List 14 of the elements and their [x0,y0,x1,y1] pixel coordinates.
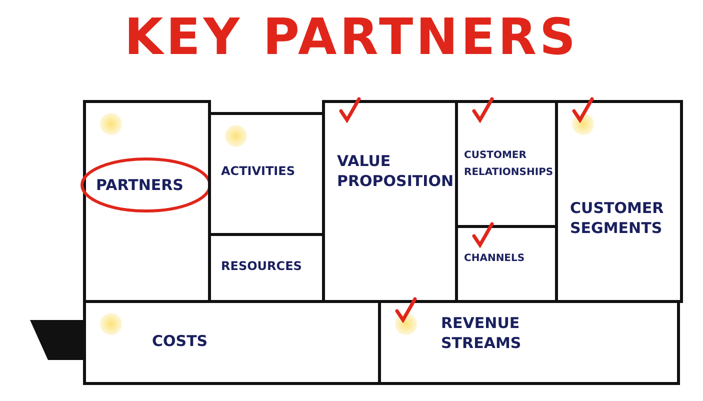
block-label: VALUE PROPOSITION [337,151,455,191]
block-label: PARTNERS [96,175,184,195]
block-label: REVENUE STREAMS [441,313,522,353]
block-label: CUSTOMER SEGMENTS [570,198,665,238]
canvas-block [555,100,683,303]
canvas-block [83,300,381,385]
block-label: CHANNELS [464,252,526,266]
block-label: COSTS [152,331,209,351]
block-label: ACTIVITIES [221,163,296,180]
canvas-block [83,100,211,303]
block-label: CUSTOMER RELATIONSHIPS [464,149,554,180]
block-label: RESOURCES [221,258,303,275]
title: KEY PARTNERS [123,8,580,66]
canvas-block [378,300,680,385]
